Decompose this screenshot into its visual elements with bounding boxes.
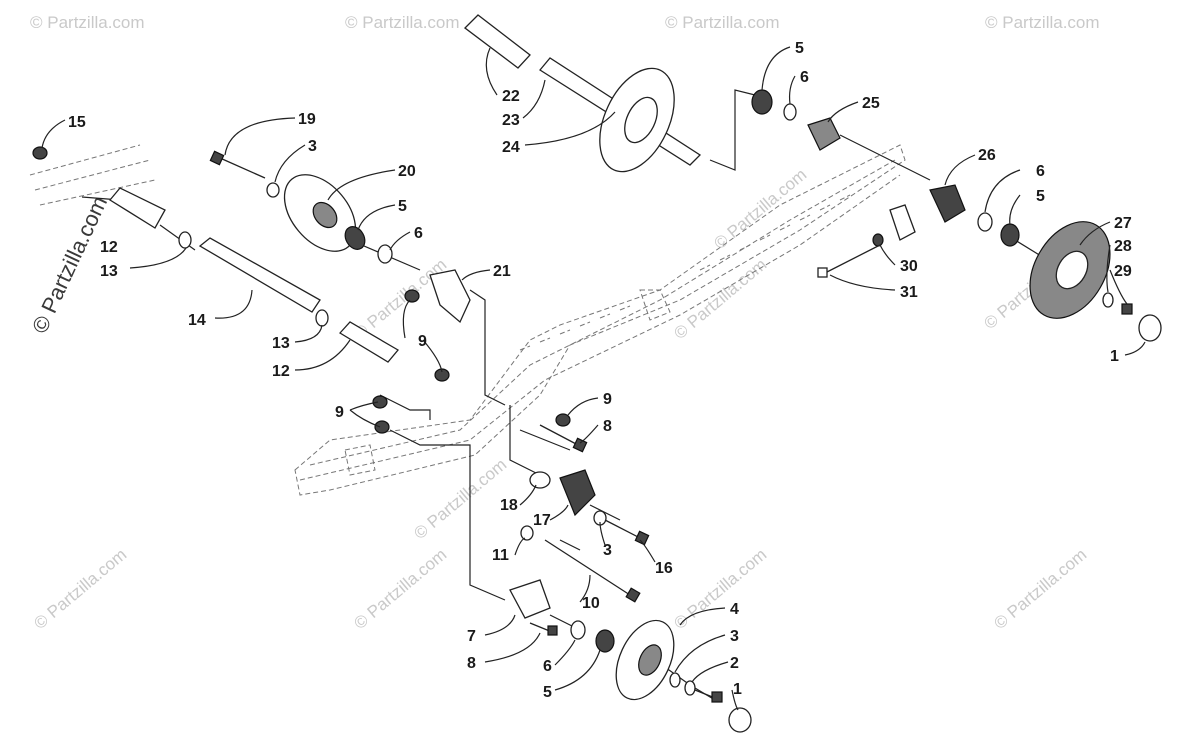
watermark-text: © Partzilla.com	[30, 545, 130, 633]
bolt-icon	[824, 244, 881, 274]
rail-frame	[29, 144, 906, 496]
callout-11: 11	[492, 547, 509, 564]
callout-3: 3	[308, 138, 317, 155]
callout-5: 5	[543, 684, 552, 701]
callout-29: 29	[1114, 263, 1132, 280]
callout-4: 4	[730, 601, 739, 618]
callout-1: 1	[1110, 348, 1119, 365]
hub-icon	[807, 117, 841, 151]
callout-12: 12	[272, 363, 290, 380]
callout-7: 7	[467, 628, 476, 645]
callout-6: 6	[414, 225, 423, 242]
callout-26: 26	[978, 147, 996, 164]
watermark-text: © Partzilla.com	[665, 13, 780, 32]
callout-leaders	[41, 46, 1146, 711]
shaft-icon	[198, 237, 321, 313]
callout-22: 22	[502, 88, 520, 105]
callout-5: 5	[398, 198, 407, 215]
callout-5: 5	[1036, 188, 1045, 205]
callout-27: 27	[1114, 215, 1132, 232]
bracket-icon	[509, 579, 551, 619]
watermark-text: © Partzilla.com	[350, 255, 450, 343]
part-shapes	[32, 14, 1162, 733]
callout-23: 23	[502, 112, 520, 129]
callout-6: 6	[1036, 163, 1045, 180]
callout-31: 31	[900, 284, 918, 301]
callout-1: 1	[733, 681, 742, 698]
shaft-icon	[109, 187, 166, 229]
callout-24: 24	[502, 139, 520, 156]
callout-2: 2	[730, 655, 739, 672]
watermark-text: © Partzilla.com	[670, 255, 770, 343]
callout-3: 3	[730, 628, 739, 645]
callout-20: 20	[398, 163, 416, 180]
callout-28: 28	[1114, 238, 1132, 255]
callout-18: 18	[500, 497, 518, 514]
callout-30: 30	[900, 258, 918, 275]
watermark-text: © Partzilla.com	[345, 13, 460, 32]
axle-icon	[464, 14, 531, 69]
assembly-lines	[81, 89, 1081, 701]
callout-15: 15	[68, 114, 86, 131]
callout-8: 8	[603, 418, 612, 435]
callout-12: 12	[100, 239, 118, 256]
callout-10: 10	[582, 595, 600, 612]
callout-14: 14	[188, 312, 206, 329]
cap-icon	[1138, 314, 1162, 342]
callout-17: 17	[533, 512, 551, 529]
callout-3: 3	[603, 542, 612, 559]
callout-6: 6	[543, 658, 552, 675]
bracket-icon	[559, 469, 596, 517]
watermark-text: © Partzilla.com	[990, 545, 1090, 633]
shaft-icon	[338, 321, 399, 363]
callout-9: 9	[418, 333, 427, 350]
callout-25: 25	[862, 95, 880, 112]
callout-13: 13	[100, 263, 118, 280]
callout-8: 8	[467, 655, 476, 672]
callout-13: 13	[272, 335, 290, 352]
callout-21: 21	[493, 263, 511, 280]
bolt-icon	[544, 539, 631, 596]
watermark-text: © Partzilla.com	[410, 455, 510, 543]
callout-labels: 15 19 3 20 5 6 12 13 14 13 12 9 9 21 22 …	[68, 40, 1132, 701]
watermark-text: © Partzilla.com	[30, 13, 145, 32]
hub-icon	[929, 184, 966, 223]
callout-9: 9	[603, 391, 612, 408]
watermark-text: © Partzilla.com	[985, 13, 1100, 32]
nut-icon	[32, 146, 48, 160]
bracket-icon	[429, 269, 471, 324]
cap-icon	[728, 707, 752, 733]
callout-9: 9	[335, 404, 344, 421]
callout-19: 19	[298, 111, 316, 128]
bolt-icon	[219, 157, 266, 179]
callout-6: 6	[800, 69, 809, 86]
watermark-text: © Partzilla.com	[350, 545, 450, 633]
callout-5: 5	[795, 40, 804, 57]
callout-16: 16	[655, 560, 673, 577]
